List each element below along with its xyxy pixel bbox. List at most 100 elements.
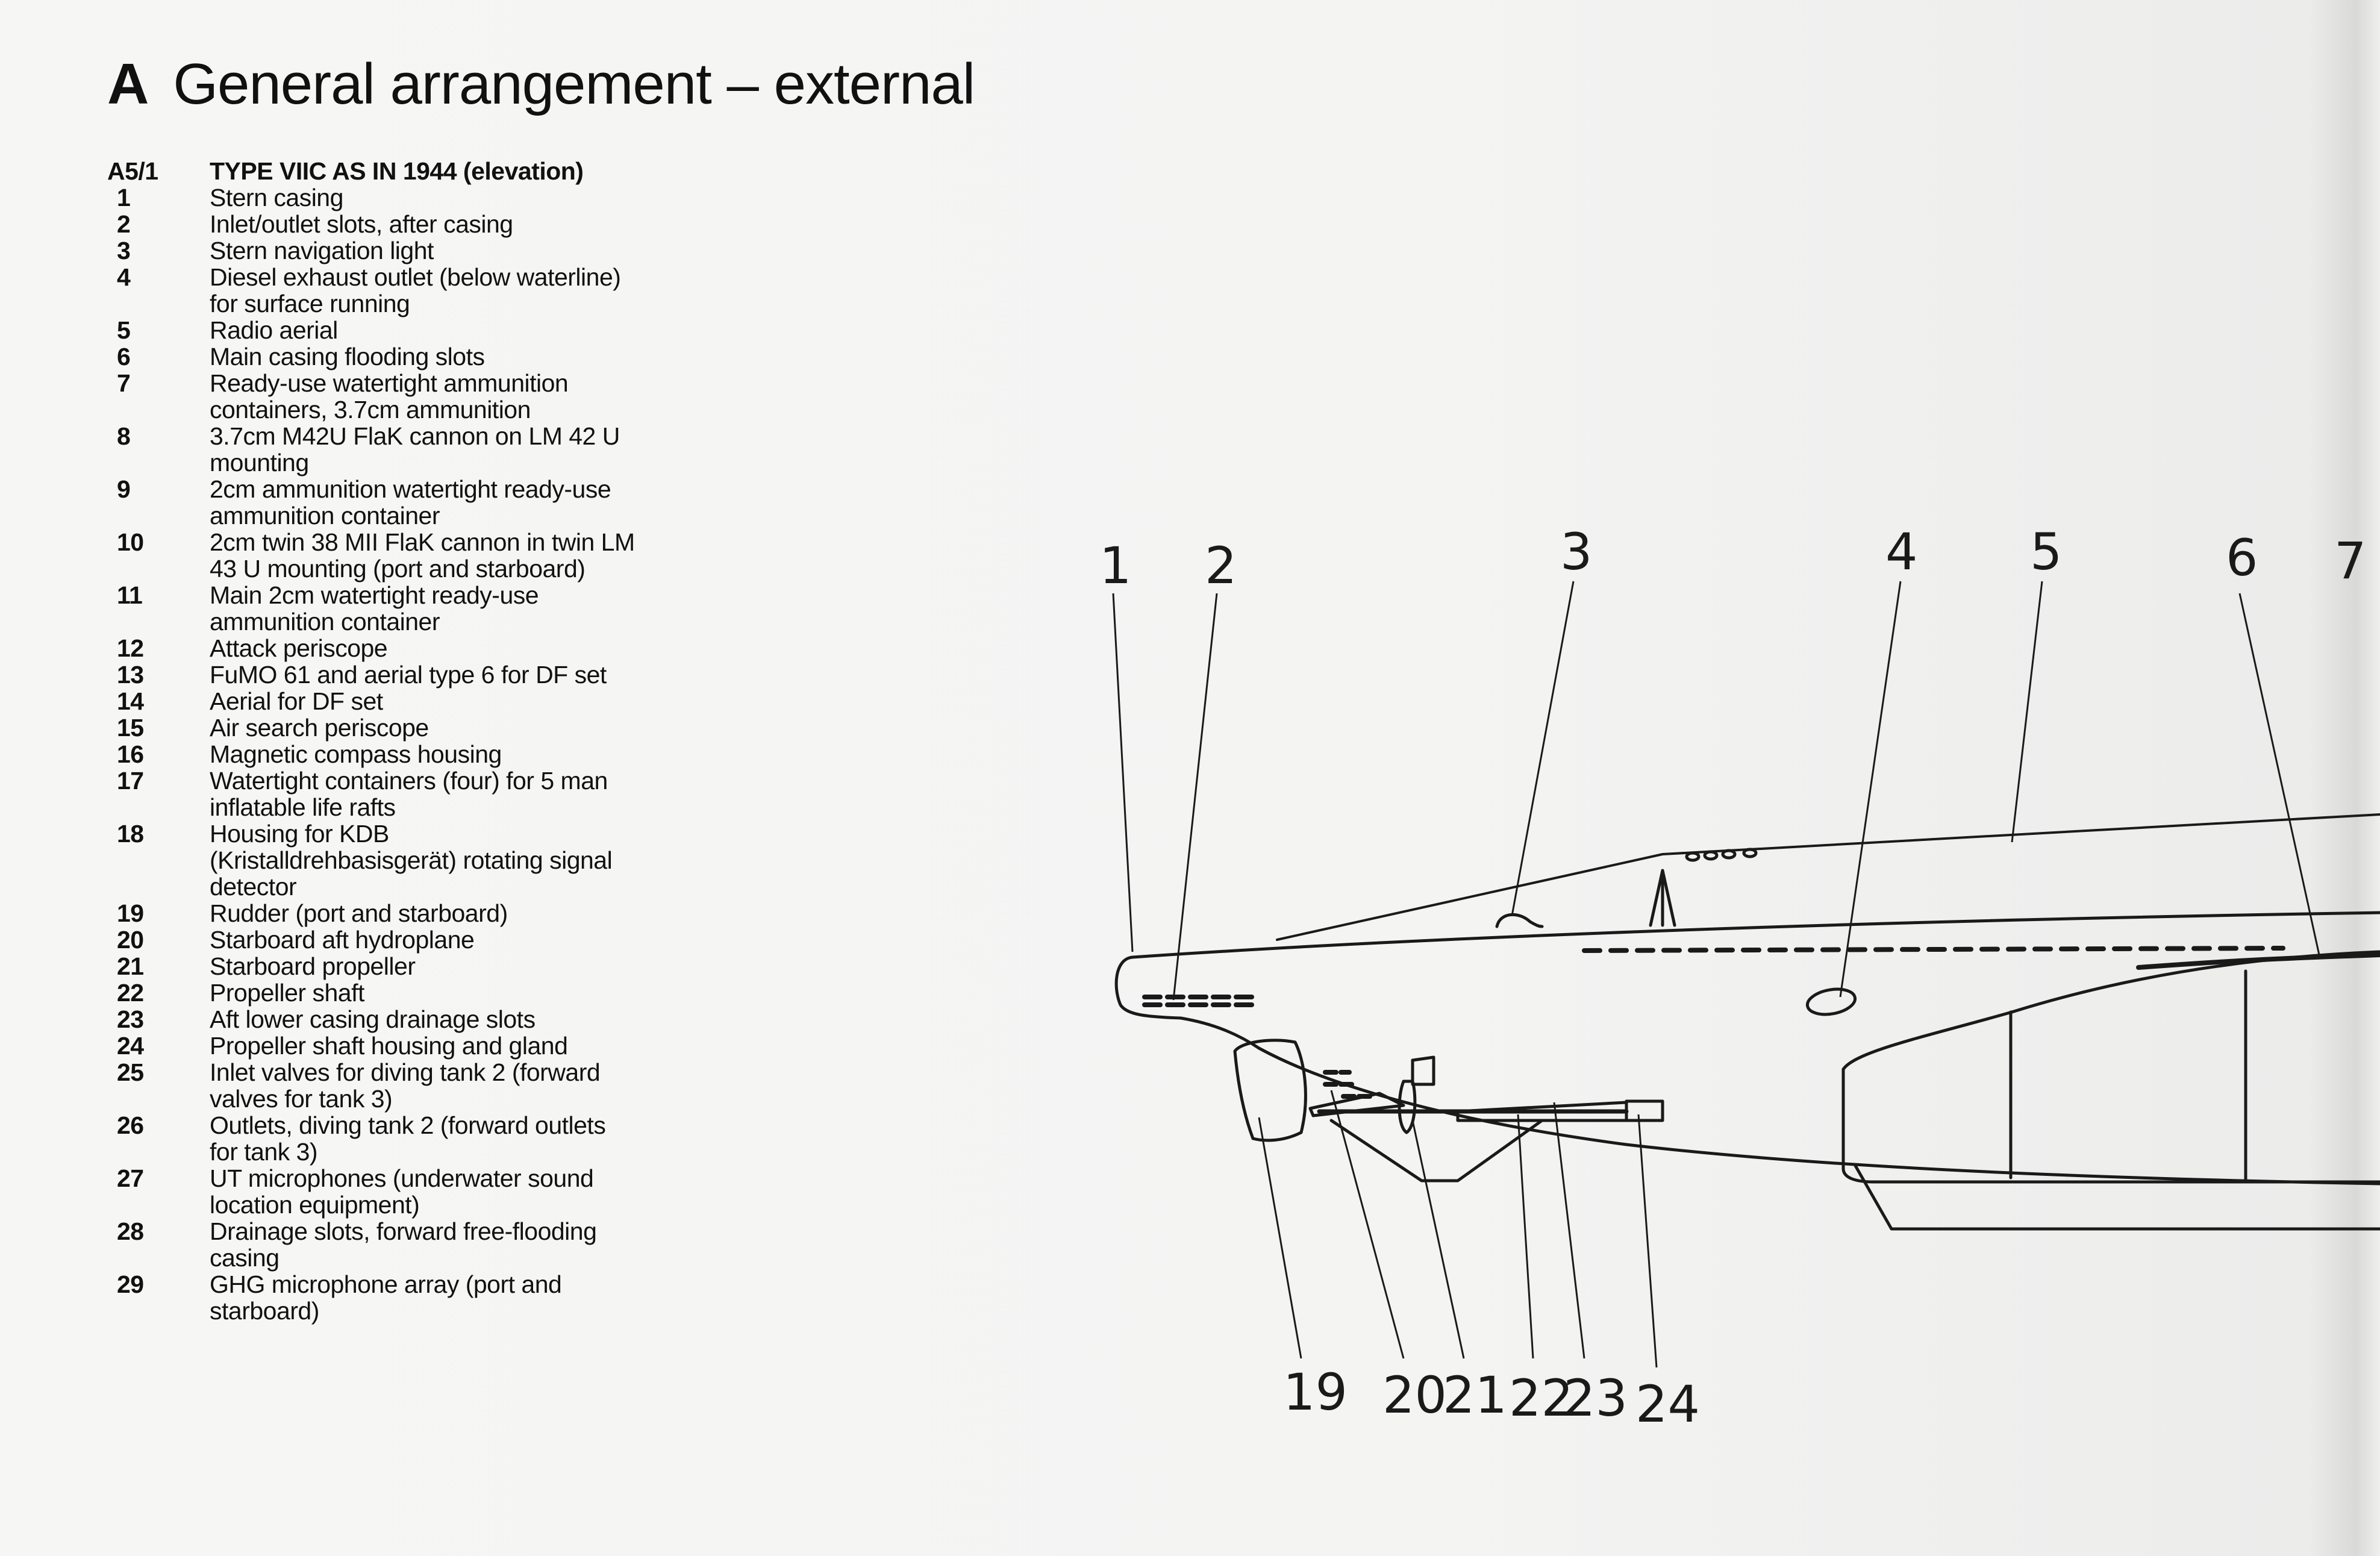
leader-line-22: [1517, 1114, 1534, 1359]
callout-6: 6: [2226, 528, 2258, 587]
legend-text: GHG microphone array (port and starboard…: [210, 1270, 562, 1325]
legend-text: Ready-use watertight ammunition containe…: [210, 369, 569, 423]
legend-item-6: 6 Main casing flooding slots: [107, 343, 637, 370]
legend-item-27: 27 UT microphones (underwater sound locat…: [107, 1165, 637, 1218]
callout-19: 19: [1283, 1363, 1348, 1422]
legend-number: 1: [117, 184, 131, 211]
legend-number: 6: [117, 343, 131, 370]
aerial-mast: [1649, 869, 1676, 927]
legend-text: Aft lower casing drainage slots: [210, 1005, 536, 1033]
legend-text: Air search periscope: [210, 714, 429, 742]
legend-text: 2cm twin 38 MII FlaK cannon in twin LM 4…: [210, 528, 635, 583]
callout-21: 21: [1443, 1366, 1507, 1425]
leader-line-23: [1553, 1102, 1585, 1359]
keel-line: [1854, 1164, 2380, 1231]
legend-text: Starboard aft hydroplane: [210, 926, 475, 954]
legend-number: 24: [117, 1032, 144, 1060]
callout-2: 2: [1205, 536, 1237, 595]
legend-item-1: 1 Stern casing: [107, 184, 637, 211]
legend-number: 23: [117, 1005, 144, 1033]
leader-line-3: [1511, 581, 1575, 916]
legend-number: 20: [117, 926, 144, 954]
legend-item-25: 25 Inlet valves for diving tank 2 (forwar…: [107, 1059, 637, 1112]
callout-3: 3: [1560, 522, 1592, 581]
legend-item-26: 26 Outlets, diving tank 2 (forward outlet…: [107, 1112, 637, 1165]
saddle-tank-lower: [1841, 1067, 2380, 1184]
leader-line-2: [1172, 593, 1218, 1001]
legend-text: Inlet valves for diving tank 2 (forward …: [210, 1058, 601, 1113]
callout-7: 7: [2334, 531, 2366, 590]
callout-1: 1: [1099, 536, 1131, 595]
leader-line-19: [1258, 1117, 1302, 1359]
leader-line-24: [1637, 1114, 1658, 1368]
aerial-insulators: [1685, 848, 1758, 862]
legend-text: Outlets, diving tank 2 (forward outlets …: [210, 1111, 606, 1166]
stern-navigation-light: [1495, 913, 1544, 928]
legend-number: 12: [117, 634, 144, 662]
legend-number: 22: [117, 979, 144, 1007]
shaft-gland-housing: [1625, 1099, 1664, 1122]
legend-text: Diesel exhaust outlet (below waterline) …: [210, 263, 621, 317]
legend-item-15: 15 Air search periscope: [107, 714, 637, 741]
legend-text: Main casing flooding slots: [210, 343, 485, 370]
legend-item-22: 22 Propeller shaft: [107, 980, 637, 1006]
legend-number: 25: [117, 1058, 144, 1086]
legend-item-20: 20 Starboard aft hydroplane: [107, 926, 637, 953]
callout-22: 22: [1509, 1369, 1573, 1428]
legend-item-12: 12 Attack periscope: [107, 635, 637, 661]
leader-line-21: [1411, 1120, 1465, 1359]
legend-number: 13: [117, 661, 144, 689]
hull-lower-curve: [1257, 1046, 2380, 1186]
legend-number: 29: [117, 1270, 144, 1298]
legend-text: Attack periscope: [210, 634, 388, 662]
legend-number: 16: [117, 740, 144, 768]
leader-line-4: [1839, 581, 1902, 998]
legend-number: 8: [117, 422, 131, 450]
legend-number: 21: [117, 952, 144, 980]
legend-text: Stern casing: [210, 184, 343, 211]
legend-number: 15: [117, 714, 144, 742]
legend-header: A5/1 TYPE VIIC AS IN 1944 (elevation): [107, 158, 637, 184]
leader-line-20: [1330, 1090, 1405, 1359]
callout-numbers: 1 2 3 4 5 6 7 19 20 21 22 23 24: [1099, 522, 2366, 1434]
legend-number: 27: [117, 1164, 144, 1192]
section-letter: A: [107, 52, 149, 116]
stern-skeg: [1329, 1119, 1544, 1183]
legend-text: UT microphones (underwater sound locatio…: [210, 1164, 594, 1219]
legend-text: Rudder (port and starboard): [210, 899, 508, 927]
legend-text: 3.7cm M42U FlaK cannon on LM 42 U mounti…: [210, 422, 620, 476]
legend-text: Propeller shaft: [210, 979, 364, 1007]
radio-aerial-line: [1276, 813, 2380, 941]
callout-4: 4: [1885, 522, 1917, 581]
leader-line-5: [2011, 581, 2043, 843]
diesel-exhaust-outlet: [1805, 987, 1857, 1016]
callout-23: 23: [1563, 1369, 1628, 1428]
saddle-tank: [1841, 950, 2380, 1071]
stern-tip: [1114, 955, 1182, 1020]
rudder: [1233, 1039, 1307, 1142]
main-casing-flooding-slots: [1582, 946, 2285, 953]
page-title: General arrangement – external: [173, 52, 975, 116]
legend-heading: TYPE VIIC AS IN 1944 (elevation): [210, 157, 584, 185]
legend-number: 26: [117, 1111, 144, 1139]
legend-text: Inlet/outlet slots, after casing: [210, 210, 513, 238]
legend-item-8: 8 3.7cm M42U FlaK cannon on LM 42 U mount…: [107, 423, 637, 476]
legend-number: 19: [117, 899, 144, 927]
legend-number: 28: [117, 1217, 144, 1245]
legend-number: 5: [117, 316, 131, 344]
